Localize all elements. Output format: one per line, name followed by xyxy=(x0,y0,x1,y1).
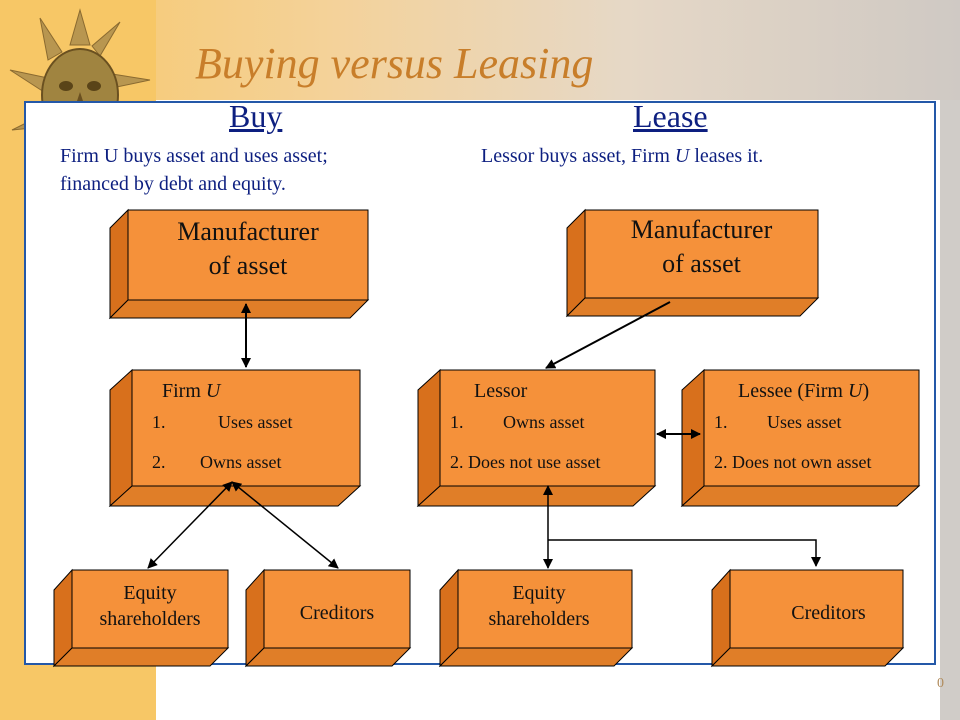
lessee-item1: Uses asset xyxy=(767,412,842,432)
buy-creditors-box xyxy=(244,568,412,668)
buy-equity-line2: shareholders xyxy=(99,608,201,630)
lease-manufacturer-box xyxy=(565,208,820,318)
firm-u-item2-num: 2. xyxy=(152,452,166,472)
lessor-item2: 2. Does not use asset xyxy=(450,452,601,472)
lessee-item1-num: 1. xyxy=(714,412,728,432)
background-top-band xyxy=(0,0,960,100)
lessee-title-suffix: ) xyxy=(862,380,870,402)
lease-equity-line1: Equity xyxy=(512,582,566,604)
buy-equity-label: Equity shareholders xyxy=(72,580,228,632)
firm-u-item1: Uses asset xyxy=(218,412,293,432)
lease-equity-box xyxy=(438,568,634,668)
buy-heading: Buy xyxy=(229,98,283,134)
firm-u-title-italic: U xyxy=(205,380,221,402)
buy-manufacturer-label: Manufacturer of asset xyxy=(128,215,368,283)
lease-manufacturer-label: Manufacturer of asset xyxy=(585,213,818,281)
lessor-box xyxy=(416,368,657,508)
lease-manufacturer-line2: of asset xyxy=(662,249,741,278)
slide-title: Buying versus Leasing xyxy=(195,39,594,88)
buy-creditors-label: Creditors xyxy=(299,602,375,624)
buy-description-line1: Firm U buys asset and uses asset; xyxy=(60,145,328,167)
lessee-title-italic: U xyxy=(847,380,863,402)
background-right-band xyxy=(940,100,960,720)
buy-manufacturer-box xyxy=(108,208,370,320)
slide-number: 0 xyxy=(937,676,944,691)
lessor-title: Lessor xyxy=(474,380,528,402)
lessee-item2: 2. Does not own asset xyxy=(714,452,872,472)
firm-u-item1-num: 1. xyxy=(152,412,166,432)
buy-manufacturer-line2: of asset xyxy=(208,251,288,280)
lessor-item1-num: 1. xyxy=(450,412,464,432)
connector-lessor-creditors xyxy=(548,539,821,567)
lease-description-suffix: leases it. xyxy=(689,145,764,167)
lease-equity-line2: shareholders xyxy=(488,608,590,630)
lease-description-prefix: Lessor buys asset, Firm xyxy=(481,145,675,167)
firm-u-title: Firm U xyxy=(162,380,220,403)
lease-manufacturer-line1: Manufacturer xyxy=(630,215,773,244)
firm-u-box xyxy=(108,368,362,508)
lessor-item1: Owns asset xyxy=(503,412,585,432)
lease-creditors-box xyxy=(710,568,905,668)
lessee-title-prefix: Lessee (Firm xyxy=(738,380,848,402)
lease-description: Lessor buys asset, Firm U leases it. xyxy=(481,142,763,170)
lease-creditors-label: Creditors xyxy=(791,602,866,624)
lease-heading: Lease xyxy=(633,98,708,134)
arrow-manufacturer-lessor xyxy=(545,301,671,369)
lease-description-italic: U xyxy=(674,145,690,167)
lessee-title: Lessee (Firm U) xyxy=(738,380,869,403)
buy-manufacturer-line1: Manufacturer xyxy=(177,217,319,246)
arrow-firm-creditors xyxy=(231,481,339,569)
arrow-firm-equity xyxy=(147,481,233,569)
firm-u-title-prefix: Firm xyxy=(162,380,206,402)
lease-equity-label: Equity shareholders xyxy=(452,580,626,632)
buy-description: Firm U buys asset and uses asset; financ… xyxy=(60,142,328,198)
buy-equity-line1: Equity xyxy=(123,582,177,604)
firm-u-item2: Owns asset xyxy=(200,452,282,472)
buy-equity-box xyxy=(52,568,230,668)
buy-description-line2: financed by debt and equity. xyxy=(60,173,286,195)
